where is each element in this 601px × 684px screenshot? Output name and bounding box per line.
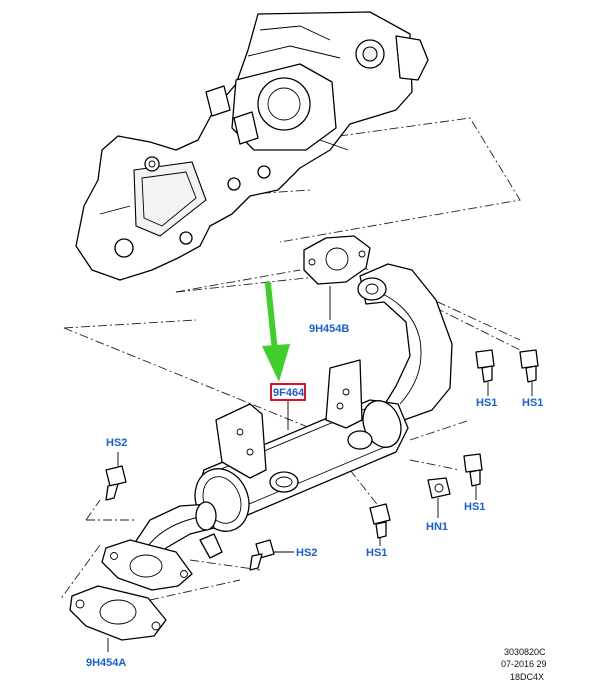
reference-code: 3030820C bbox=[504, 647, 546, 657]
callout-hs1-mid: HS1 bbox=[464, 501, 485, 513]
lower-flange bbox=[101, 539, 193, 591]
callout-9f464: 9F464 bbox=[273, 387, 305, 399]
callout-hs1-right-b: HS1 bbox=[522, 397, 543, 409]
gasket-9h454a bbox=[69, 585, 167, 652]
reference-model: 18DC4X bbox=[510, 672, 544, 682]
bolt-hs1-bottom bbox=[369, 503, 391, 546]
callout-hs1-bottom: HS1 bbox=[366, 547, 387, 559]
bolt-hs1-right-a bbox=[475, 349, 495, 396]
callout-hs2-upper: HS2 bbox=[106, 437, 127, 449]
bolt-hs1-mid bbox=[463, 453, 483, 500]
nut-hn1 bbox=[427, 477, 451, 518]
callout-labels: 9H454B 9F464 HS2 HS1 HS1 HS1 HN1 HS1 HS2… bbox=[86, 323, 543, 669]
callout-9h454a: 9H454A bbox=[86, 657, 126, 669]
engine-throttle-assembly bbox=[75, 11, 429, 281]
callout-hn1: HN1 bbox=[426, 521, 448, 533]
reference-date: 07-2016 29 bbox=[501, 659, 547, 669]
highlight-box bbox=[270, 383, 306, 401]
reference-block: 3030820C 07-2016 29 18DC4X bbox=[501, 647, 547, 682]
callout-hs1-right-a: HS1 bbox=[476, 397, 497, 409]
bolt-hs2-lower bbox=[249, 539, 294, 571]
egr-cooler-9f464 bbox=[194, 359, 409, 532]
gasket-9h454b bbox=[303, 235, 371, 320]
callout-9h454b: 9H454B bbox=[309, 323, 349, 335]
callout-hs2-lower: HS2 bbox=[296, 547, 317, 559]
bolt-hs1-right-b bbox=[519, 349, 539, 396]
egr-tube-upper bbox=[357, 263, 453, 421]
bolt-hs2-upper bbox=[105, 452, 127, 501]
green-arrow-icon bbox=[262, 281, 290, 382]
